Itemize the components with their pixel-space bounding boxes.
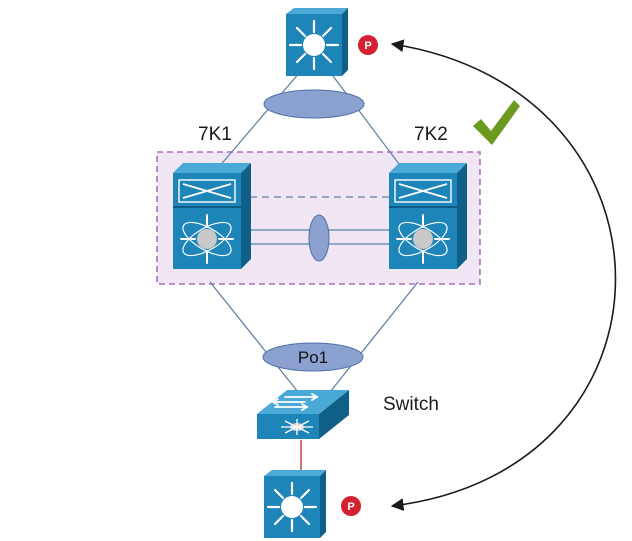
access-switch-icon	[257, 390, 349, 439]
bottom-router-icon	[264, 470, 326, 538]
port-channel-po1-label: Po1	[298, 348, 328, 367]
checkmark-icon	[473, 100, 520, 145]
routing-adjacency-arc	[390, 39, 617, 511]
access-switch-label: Switch	[383, 394, 439, 415]
svg-text:P: P	[364, 40, 371, 52]
svg-text:P: P	[347, 501, 354, 513]
link-right-core-switch	[329, 281, 419, 393]
right-core-nexus-icon	[389, 163, 467, 269]
port-channel-peer	[308, 214, 330, 262]
left-core-nexus-icon	[173, 163, 251, 269]
link-top-router-left	[217, 71, 301, 169]
top-router-icon	[286, 8, 348, 76]
left-core-label: 7K1	[198, 124, 232, 145]
bottom-priority-badge: P	[341, 496, 361, 516]
right-core-label: 7K2	[414, 124, 448, 145]
link-left-core-switch	[209, 281, 299, 393]
port-channel-top	[263, 89, 365, 119]
link-top-router-right	[329, 71, 403, 169]
top-priority-badge: P	[358, 35, 378, 55]
port-channel-po1	[262, 342, 364, 372]
